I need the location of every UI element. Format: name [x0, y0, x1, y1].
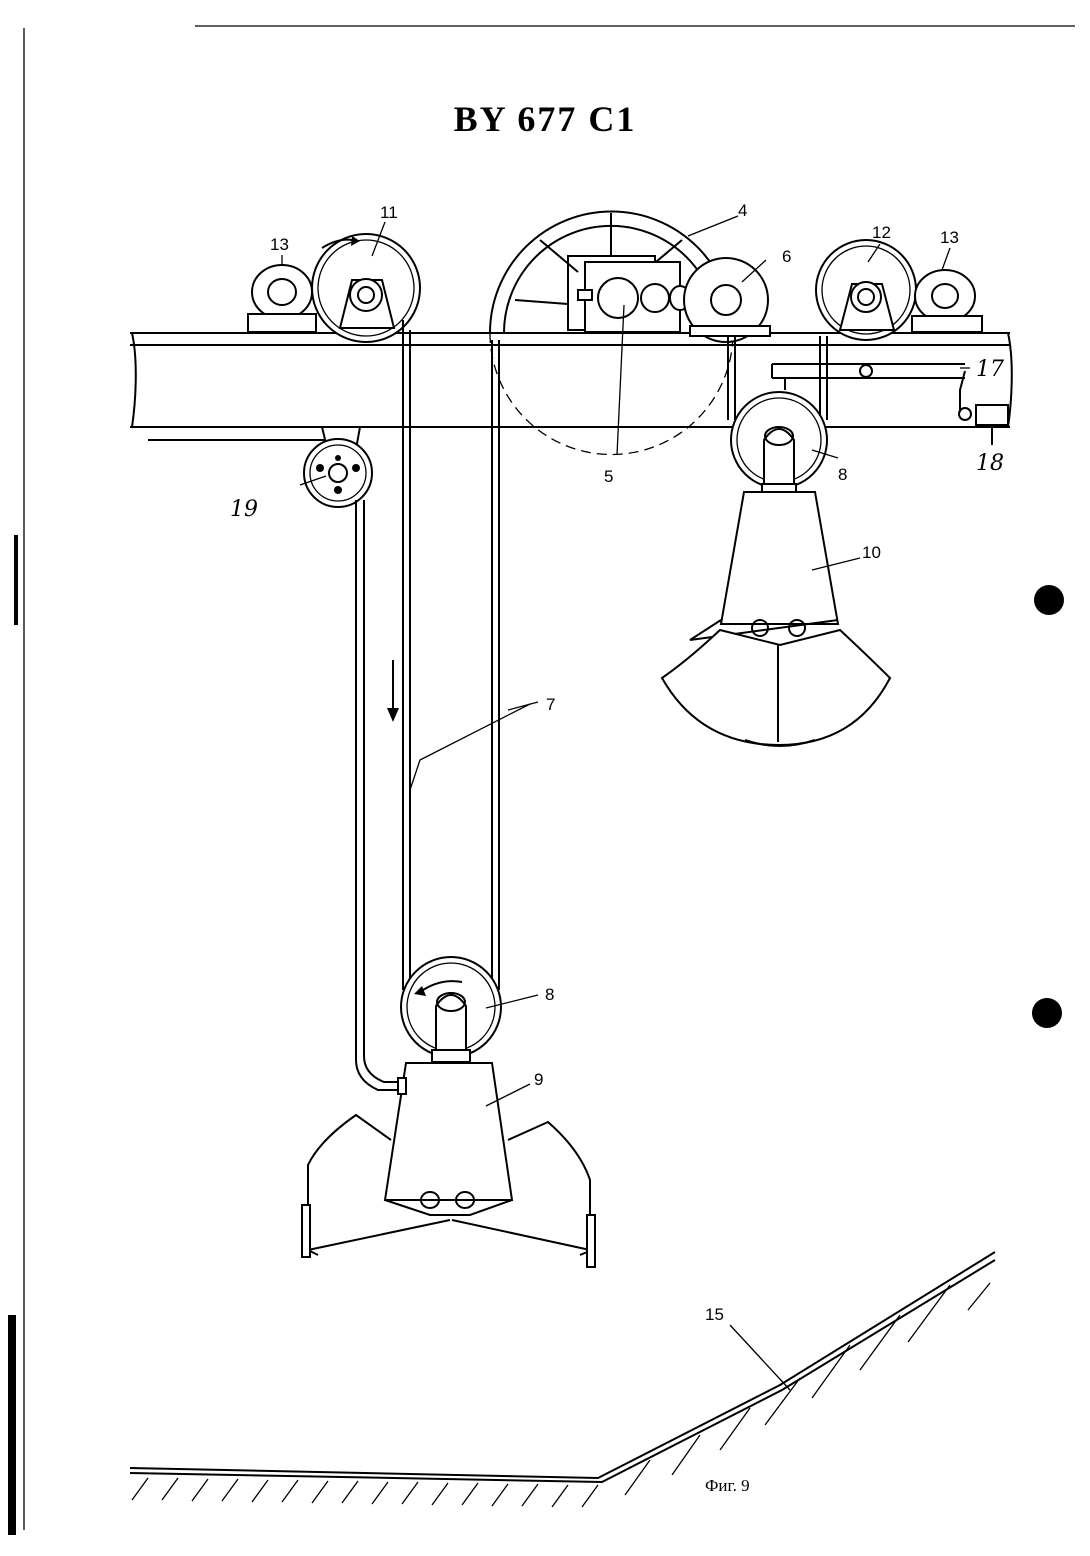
label-8-top: 8 [838, 465, 847, 484]
label-7: 7 [546, 695, 555, 714]
label-8-bottom: 8 [545, 985, 554, 1004]
figure-caption: Фиг. 9 [705, 1476, 750, 1496]
reference-numerals: 13 11 4 6 12 13 5 19 17 18 8 10 7 8 9 15 [230, 201, 1004, 1324]
crane-beam [130, 333, 1012, 440]
label-17: 17 [976, 357, 1004, 382]
label-10: 10 [862, 543, 881, 562]
right-winch-drum [816, 240, 982, 340]
ground-profile [130, 1252, 995, 1507]
label-13-left: 13 [270, 235, 289, 254]
label-13-right: 13 [940, 228, 959, 247]
leader-lines [282, 216, 970, 1390]
label-6: 6 [782, 247, 791, 266]
label-4: 4 [738, 201, 747, 220]
punch-holes [1032, 585, 1064, 1028]
label-5: 5 [604, 467, 613, 486]
label-18: 18 [976, 451, 1004, 476]
label-9: 9 [534, 1070, 543, 1089]
label-11: 11 [380, 203, 398, 222]
label-19: 19 [230, 497, 258, 522]
label-15: 15 [705, 1305, 724, 1324]
upper-grab-unit [662, 392, 890, 746]
label-12: 12 [872, 223, 891, 242]
